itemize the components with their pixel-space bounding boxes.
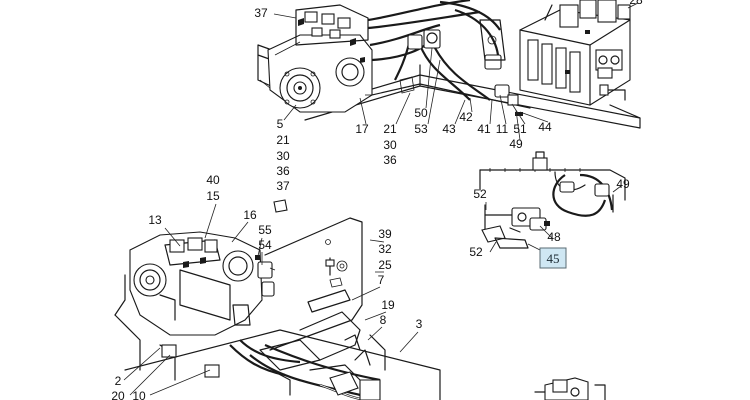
callout-label-25[interactable]: 25 bbox=[378, 258, 392, 272]
main-pump bbox=[267, 4, 373, 113]
callout-label-40[interactable]: 40 bbox=[206, 173, 220, 187]
callout-label-55[interactable]: 55 bbox=[258, 223, 272, 237]
callout-label-19[interactable]: 19 bbox=[381, 298, 395, 312]
callout-label-2[interactable]: 2 bbox=[115, 374, 122, 388]
callout-label-10[interactable]: 10 bbox=[132, 389, 146, 400]
callout-label-43[interactable]: 43 bbox=[442, 122, 456, 136]
callout-label-49[interactable]: 49 bbox=[509, 137, 523, 151]
highlighted-callout[interactable]: 45 bbox=[539, 247, 567, 269]
highlighted-callout-number: 45 bbox=[547, 251, 560, 266]
callout-label-53[interactable]: 53 bbox=[414, 122, 428, 136]
callout-label-17[interactable]: 17 bbox=[355, 122, 369, 136]
control-valve bbox=[519, 0, 631, 106]
callout-label-30[interactable]: 30 bbox=[276, 149, 290, 163]
callout-label-42[interactable]: 42 bbox=[459, 110, 473, 124]
callout-label-7[interactable]: 7 bbox=[378, 273, 385, 287]
callout-label-50[interactable]: 50 bbox=[414, 106, 428, 120]
callout-label-52[interactable]: 52 bbox=[473, 187, 487, 201]
lower-housing bbox=[114, 231, 441, 400]
callout-label-21[interactable]: 21 bbox=[383, 122, 397, 136]
callout-label-36[interactable]: 36 bbox=[276, 164, 290, 178]
lower-right-component bbox=[534, 377, 606, 400]
callout-label-5[interactable]: 5 bbox=[277, 117, 284, 131]
callout-label-51[interactable]: 51 bbox=[513, 122, 527, 136]
top-assembly-frame bbox=[257, 44, 641, 129]
callout-label-16[interactable]: 16 bbox=[243, 208, 257, 222]
callout-label-32[interactable]: 32 bbox=[378, 242, 392, 256]
callout-label-48[interactable]: 48 bbox=[547, 230, 561, 244]
callout-label-54[interactable]: 54 bbox=[258, 238, 272, 252]
callout-label-37[interactable]: 37 bbox=[276, 179, 290, 193]
callout-label-13[interactable]: 13 bbox=[148, 213, 162, 227]
callout-label-15[interactable]: 15 bbox=[206, 189, 220, 203]
callout-label-20[interactable]: 20 bbox=[111, 389, 125, 400]
callout-label-28[interactable]: 28 bbox=[629, 0, 643, 7]
leader-lines bbox=[123, 2, 639, 396]
callout-label-3[interactable]: 3 bbox=[416, 317, 423, 331]
callout-label-49[interactable]: 49 bbox=[616, 177, 630, 191]
callout-label-52[interactable]: 52 bbox=[469, 245, 483, 259]
mounting-panel bbox=[264, 199, 386, 371]
callout-label-21[interactable]: 21 bbox=[276, 133, 290, 147]
callout-label-37[interactable]: 37 bbox=[254, 6, 268, 20]
callout-label-11[interactable]: 11 bbox=[496, 122, 509, 136]
callout-label-41[interactable]: 41 bbox=[477, 122, 491, 136]
callout-label-30[interactable]: 30 bbox=[383, 138, 397, 152]
callout-label-36[interactable]: 36 bbox=[383, 153, 397, 167]
callout-label-39[interactable]: 39 bbox=[378, 227, 392, 241]
callout-label-8[interactable]: 8 bbox=[380, 313, 387, 327]
pump-hoses-top bbox=[367, 0, 523, 116]
valve-detail bbox=[479, 151, 626, 249]
callout-label-44[interactable]: 44 bbox=[538, 120, 552, 134]
